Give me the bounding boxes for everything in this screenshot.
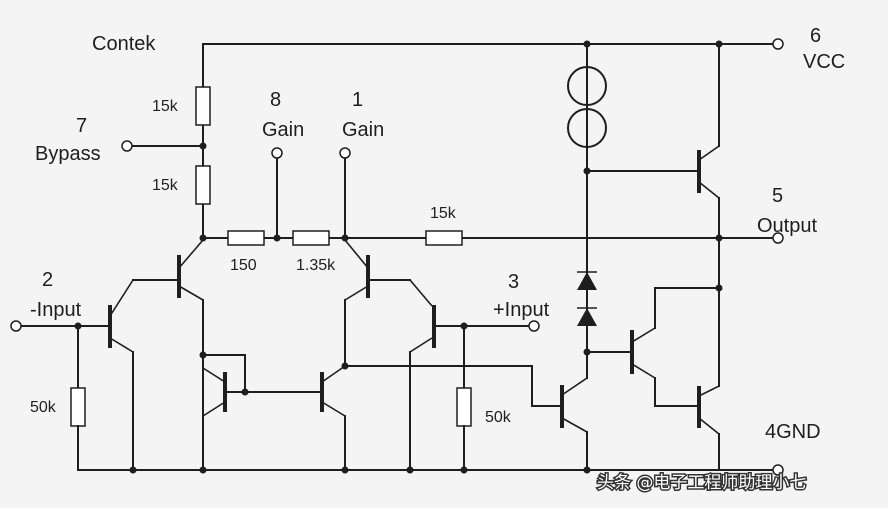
resistor-1-35k-value: 1.35k [296, 257, 336, 274]
terminal-gain-1 [339, 147, 351, 159]
brand-label: Contek [92, 33, 156, 55]
resistor-150 [227, 230, 265, 246]
resistor-15k-top [195, 86, 211, 126]
ground-rail [77, 466, 776, 474]
terminal-gain-8 [271, 147, 283, 159]
resistor-15k-top-value: 15k [152, 98, 179, 115]
feedback-bus [202, 157, 776, 246]
bias-divider [132, 43, 211, 242]
pos-input-pin-number: 3 [508, 271, 519, 293]
resistor-15k-bypass [195, 165, 211, 205]
current-mirror [199, 351, 346, 471]
output-pin-name: Output [757, 215, 817, 237]
terminal-positive-input [528, 320, 540, 332]
resistor-50k-pos [456, 387, 472, 427]
resistor-15k-feedback [425, 230, 463, 246]
terminal-output [772, 232, 784, 244]
neg-input-pin-name: -Input [30, 299, 82, 321]
diode-upper [577, 272, 597, 290]
resistor-50k-neg [70, 387, 86, 427]
gain8-pin-name: Gain [262, 119, 304, 141]
gain1-pin-number: 1 [352, 89, 363, 111]
resistor-15k-bypass-value: 15k [152, 177, 179, 194]
resistor-50k-neg-value: 50k [30, 399, 57, 416]
terminal-bypass [121, 140, 133, 152]
terminal-negative-input [10, 320, 22, 332]
resistor-15k-feedback-value: 15k [430, 205, 457, 222]
resistor-1-35k [292, 230, 330, 246]
input-stage-positive [341, 239, 561, 471]
terminal-vcc [772, 38, 784, 50]
bypass-pin-number: 7 [76, 115, 87, 137]
output-pin-number: 5 [772, 185, 783, 207]
resistor-150-value: 150 [230, 257, 257, 274]
vcc-rail [202, 40, 776, 48]
ground-pin-name: 4GND [765, 421, 821, 443]
vcc-pin-name: VCC [803, 51, 845, 73]
gain8-pin-number: 8 [270, 89, 281, 111]
voltage-amp-stage [560, 43, 607, 471]
current-source-lower [567, 108, 607, 148]
neg-input-pin-number: 2 [42, 269, 53, 291]
output-stage [586, 43, 723, 471]
terminal-ground [772, 464, 784, 476]
pos-input-pin-name: +Input [493, 299, 550, 321]
resistor-50k-pos-value: 50k [485, 409, 512, 426]
diode-lower [577, 308, 597, 326]
gain1-pin-name: Gain [342, 119, 384, 141]
watermark-text: 头条 @电子工程师助理小七 [597, 473, 806, 493]
vcc-pin-number: 6 [810, 25, 821, 47]
bypass-pin-name: Bypass [35, 143, 101, 165]
current-source-upper [567, 66, 607, 106]
